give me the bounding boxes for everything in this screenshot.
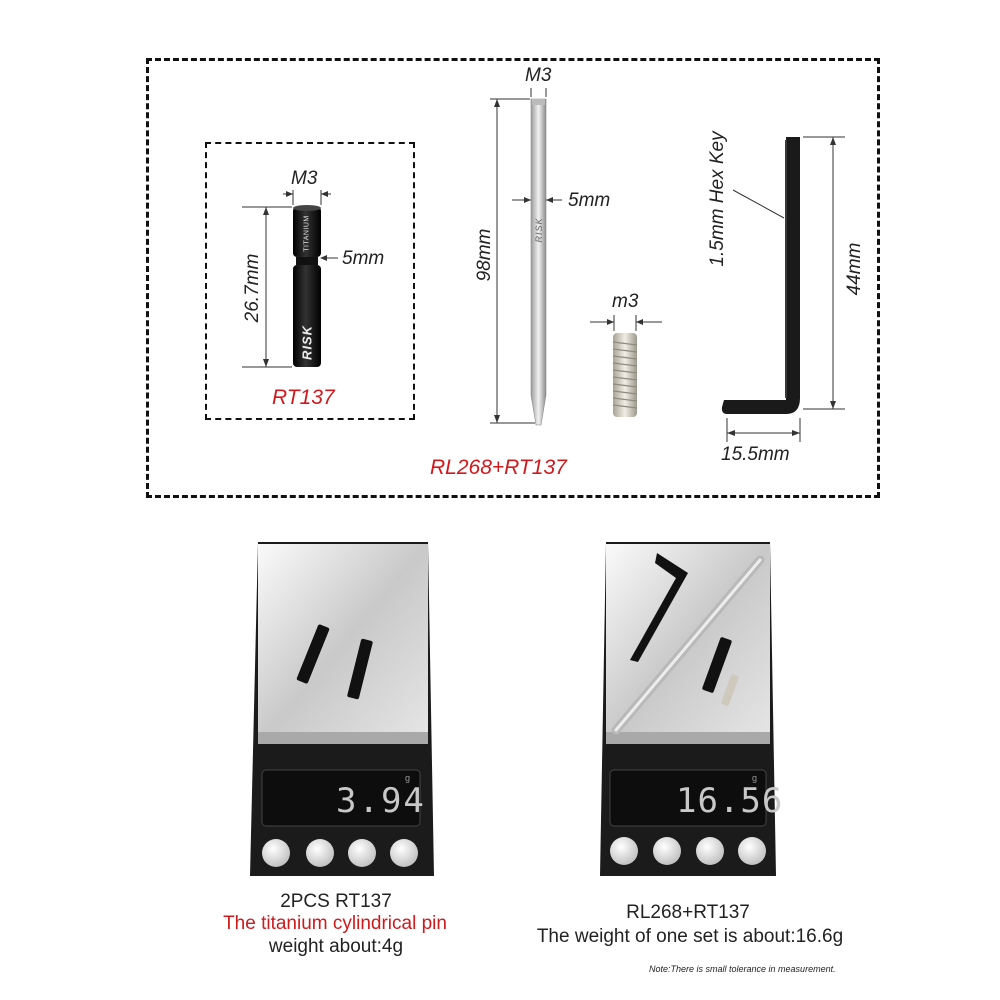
screw-thread-label: m3 [612, 291, 639, 312]
scale-1-reading: 3.94 [336, 781, 426, 821]
set-frame [146, 58, 880, 498]
hex-key [721, 137, 800, 414]
tolerance-note: Note:There is small tolerance in measure… [649, 964, 836, 974]
scale-2-unit: g [752, 773, 758, 783]
scale-1-caption-line2: The titanium cylindrical pin [223, 913, 447, 934]
rl268-rod [530, 98, 547, 426]
grub-screw [612, 333, 638, 417]
rl268-thread-label: M3 [525, 65, 552, 86]
rt137-model-label: RT137 [272, 386, 335, 409]
scale-2 [600, 542, 776, 876]
set-model-label: RL268+RT137 [430, 456, 567, 479]
rl268-diameter-label: 5mm [568, 190, 611, 211]
screw-arrowheads [607, 319, 643, 325]
scale-2-reading: 16.56 [676, 781, 784, 821]
rt137-frame [205, 142, 415, 420]
rt137-thread-label: M3 [291, 168, 318, 189]
rt137-pin [293, 205, 321, 367]
scale-1-caption-line1: 2PCS RT137 [280, 891, 392, 912]
hex-key-arrowheads [727, 137, 836, 436]
hex-key-dimension-lines [726, 136, 845, 442]
rt137-diameter-label: 5mm [342, 248, 385, 269]
hex-key-width-label: 15.5mm [721, 444, 790, 465]
scale-2-caption-line2: The weight of one set is about:16.6g [536, 926, 844, 947]
scale-1-caption-line3: weight about:4g [268, 936, 404, 957]
scale-1 [250, 542, 434, 876]
rl268-arrowheads [494, 99, 553, 423]
rt137-arrowheads [263, 191, 328, 367]
scale-1-unit: g [405, 773, 411, 783]
scale-2-caption-line1: RL268+RT137 [626, 902, 750, 923]
